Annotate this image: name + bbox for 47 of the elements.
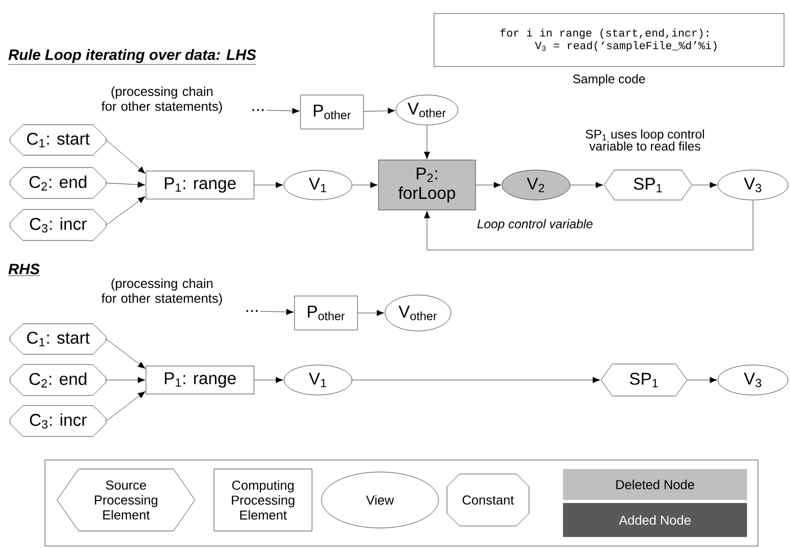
arrow <box>692 182 718 188</box>
process-box: P$_{other}$ <box>294 296 358 330</box>
note-text: Loop control variable <box>477 219 593 231</box>
arrow <box>266 108 300 114</box>
arrow <box>364 108 396 114</box>
arrow <box>424 200 754 250</box>
note-text: (processing chain for other statements) <box>102 86 222 114</box>
ellipsis-text: ... <box>246 310 258 312</box>
constant-octagon: Constant <box>446 474 530 526</box>
arrow <box>254 182 284 188</box>
constant-octagon: C$_{1}$: start <box>10 324 106 354</box>
legend-text: Added Node <box>618 515 691 525</box>
note-text: (processing chain for other statements) <box>102 278 222 306</box>
source-hexagon: SP$_{1}$ <box>604 170 692 200</box>
heading: Rule Loop iterating over data: LHS <box>8 49 256 65</box>
arrow <box>106 182 146 188</box>
arrow <box>358 310 384 316</box>
constant-octagon: C$_{1}$: start <box>10 124 106 156</box>
source-hexagon: Source Processing Element <box>56 468 196 532</box>
arrow <box>352 182 378 188</box>
source-hexagon: SP$_{1}$ <box>600 364 688 396</box>
arrow <box>352 376 600 384</box>
process-box: P$_{1}$: range <box>146 366 254 394</box>
legend-text: Deleted Node <box>616 480 694 490</box>
note-text: SP$_{1}$ uses loop control variable to read files <box>586 129 704 151</box>
arrow <box>424 125 430 160</box>
process-box: P$_{1}$: range <box>146 170 254 200</box>
ellipsis-text: ... <box>252 109 264 111</box>
heading: RHS <box>8 264 40 276</box>
process-box: P$_{2}$: forLoop <box>378 160 476 210</box>
constant-octagon: C$_{2}$: end <box>10 364 106 396</box>
arrow <box>106 391 146 422</box>
code-box: for i in range (start,end,incr): V$_{3}$ = read(‘sampleFile_%d’%i) <box>434 13 784 67</box>
constant-octagon: C$_{3}$: incr <box>10 405 106 437</box>
arrow <box>106 196 146 226</box>
arrow <box>254 376 284 384</box>
arrow <box>476 182 502 188</box>
process-box: Computing Processing Element <box>214 468 312 532</box>
arrow <box>260 308 294 316</box>
constant-octagon: C$_{2}$: end <box>10 167 106 199</box>
arrow <box>106 338 146 369</box>
arrow <box>106 140 146 174</box>
arrow <box>106 376 146 384</box>
arrow <box>687 376 718 384</box>
arrow <box>570 182 604 188</box>
constant-octagon: C$_{3}$: incr <box>10 209 106 241</box>
process-box: P$_{other}$ <box>300 94 364 130</box>
